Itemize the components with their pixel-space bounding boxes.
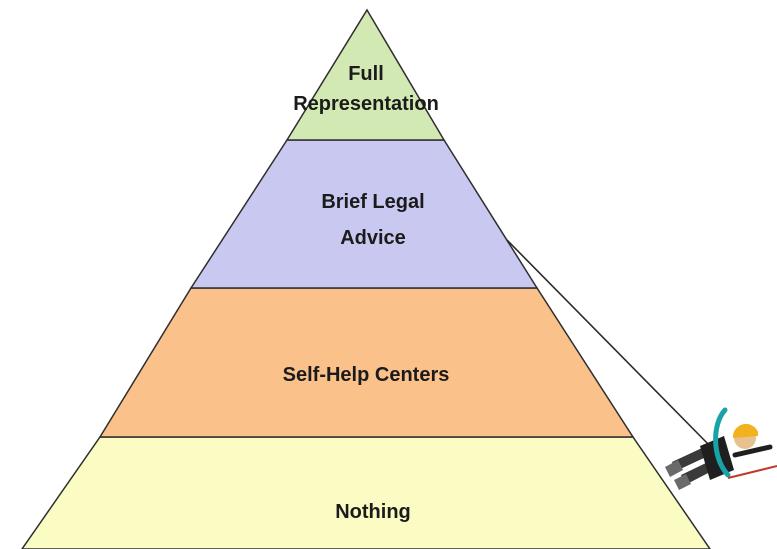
tier-self-help-centers	[98, 287, 635, 438]
tier-1-label-line-2: Representation	[293, 93, 439, 115]
climbing-rope	[506, 239, 713, 449]
climber-arm	[732, 444, 773, 458]
climber-helmet	[733, 423, 758, 438]
tier-3-label: Self-Help Centers	[283, 364, 450, 386]
mountain-climber-icon	[506, 239, 777, 490]
tier-nothing	[21, 436, 711, 549]
tier-2-label-line-1: Brief Legal	[321, 191, 424, 213]
tier-brief-legal-advice	[189, 139, 539, 289]
tier-full-representation	[285, 8, 446, 141]
climber-legs	[665, 448, 712, 490]
tier-4-label: Nothing	[335, 501, 411, 523]
tier-2-label-line-2: Advice	[340, 227, 406, 249]
tier-1-label-line-1: Full	[348, 63, 384, 85]
climber-rope-end	[727, 465, 777, 479]
climber-harness	[713, 407, 731, 478]
